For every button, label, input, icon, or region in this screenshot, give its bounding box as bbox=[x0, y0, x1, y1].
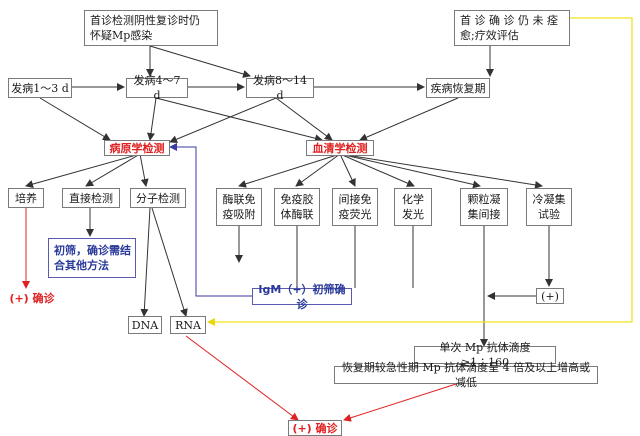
culture-box: 培养 bbox=[8, 188, 44, 208]
chemiluminescence-box: 化学 发光 bbox=[394, 188, 432, 226]
dna-box: DNA bbox=[128, 316, 162, 334]
pathogen-test-box: 病原学检测 bbox=[104, 140, 170, 156]
uncured-box: 首 诊 确 诊 仍 未 痊 愈;疗效评估 bbox=[454, 10, 570, 46]
recovery-box: 疾病恢复期 bbox=[426, 78, 490, 98]
onset-1-3-box: 发病1～3 d bbox=[8, 78, 72, 98]
titer-change-box: 恢复期较急性期 Mp 抗体滴度呈 4 倍及以上增高或减低 bbox=[334, 361, 598, 389]
onset-4-7-box: 发病4～7 d bbox=[126, 74, 188, 102]
onset-8-14-box: 发病8～14 d bbox=[246, 74, 314, 102]
ifa-box: 间接免 疫荧光 bbox=[332, 188, 378, 226]
particle-agglutination-box: 颗粒凝 集间接 bbox=[460, 188, 508, 226]
eia-box: 酶联免 疫吸附 bbox=[216, 188, 262, 226]
recheck-box: 首诊检测阴性复诊时仍 怀疑Mp感染 bbox=[84, 10, 218, 46]
rna-box: RNA bbox=[170, 316, 206, 334]
cold-positive-box: (+) bbox=[536, 288, 564, 304]
icea-box: 免疫胶 体酶联 bbox=[274, 188, 320, 226]
screening-note-box: 初筛，确诊需结 合其他方法 bbox=[48, 238, 136, 278]
culture-positive-label: (+) 确诊 bbox=[9, 291, 55, 305]
serology-test-box: 血清学检测 bbox=[306, 140, 374, 156]
cold-agglutination-box: 冷凝集 试验 bbox=[526, 188, 572, 226]
direct-test-box: 直接检测 bbox=[62, 188, 120, 208]
final-positive-box: (+) 确诊 bbox=[288, 420, 342, 436]
igm-screening-box: IgM（+）初筛确诊 bbox=[252, 283, 352, 311]
molecular-test-box: 分子检测 bbox=[130, 188, 186, 208]
